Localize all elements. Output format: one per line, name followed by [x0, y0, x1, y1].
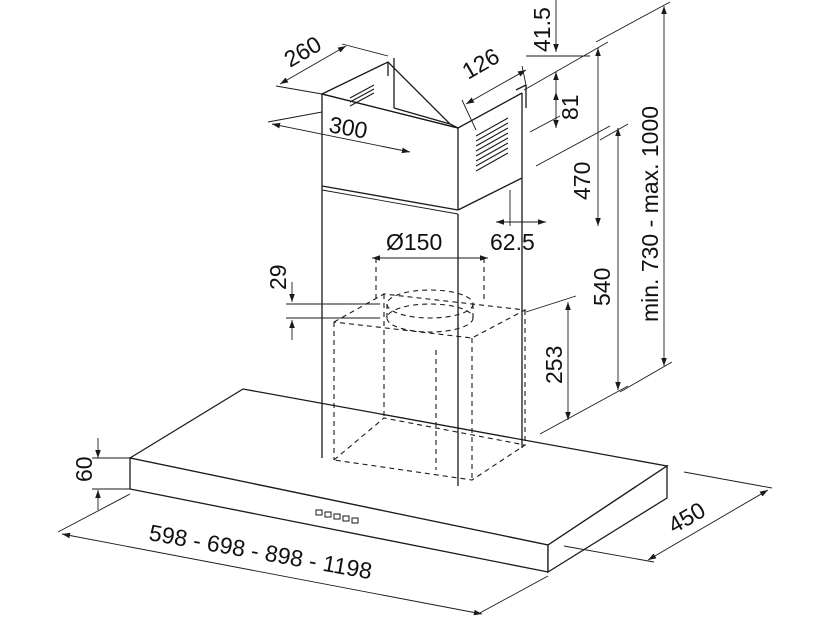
label-side-offset: 62.5 — [490, 229, 535, 255]
label-duct-diameter: Ø150 — [386, 229, 442, 255]
label-motor-height: 253 — [541, 346, 567, 384]
control-button — [315, 509, 323, 516]
dim-chimney-height: 470 — [523, 41, 611, 226]
label-vent-width: 126 — [458, 43, 504, 85]
label-canopy-depth: 450 — [664, 497, 710, 539]
dim-top-offset: 41.5 — [526, 0, 590, 92]
dim-duct-diameter: Ø150 — [372, 229, 488, 261]
vent-grill-right — [475, 117, 509, 172]
label-inner-height: 540 — [589, 268, 615, 306]
dim-vent-width: 126 — [458, 43, 527, 131]
chimney-upper — [320, 58, 527, 486]
vent-grill-left — [349, 84, 375, 107]
label-chimney-height: 470 — [569, 162, 595, 200]
dim-inner-height: 540 — [539, 123, 629, 435]
label-vent-height: 81 — [557, 94, 583, 120]
label-outlet-height: 29 — [265, 264, 291, 290]
control-button — [333, 513, 341, 520]
dim-chimney-width: 300 — [267, 111, 411, 154]
label-chimney-width: 300 — [327, 111, 369, 143]
control-panel — [315, 509, 359, 524]
label-total-height: min. 730 - max. 1000 — [637, 106, 663, 322]
dim-canopy-thickness: 60 — [71, 438, 130, 510]
motor-housing-hidden — [333, 258, 527, 481]
dim-total-height: min. 730 - max. 1000 — [595, 1, 673, 393]
label-chimney-depth: 260 — [280, 31, 326, 73]
dim-side-offset: 62.5 — [490, 190, 546, 255]
control-button — [342, 515, 350, 522]
label-canopy-thickness: 60 — [71, 456, 97, 482]
dim-outlet-height: 29 — [265, 264, 380, 340]
label-top-offset: 41.5 — [529, 7, 555, 52]
control-button — [324, 511, 332, 518]
dim-vent-height: 81 — [529, 92, 583, 133]
control-button — [351, 517, 359, 524]
dim-motor-height: 253 — [525, 295, 577, 420]
